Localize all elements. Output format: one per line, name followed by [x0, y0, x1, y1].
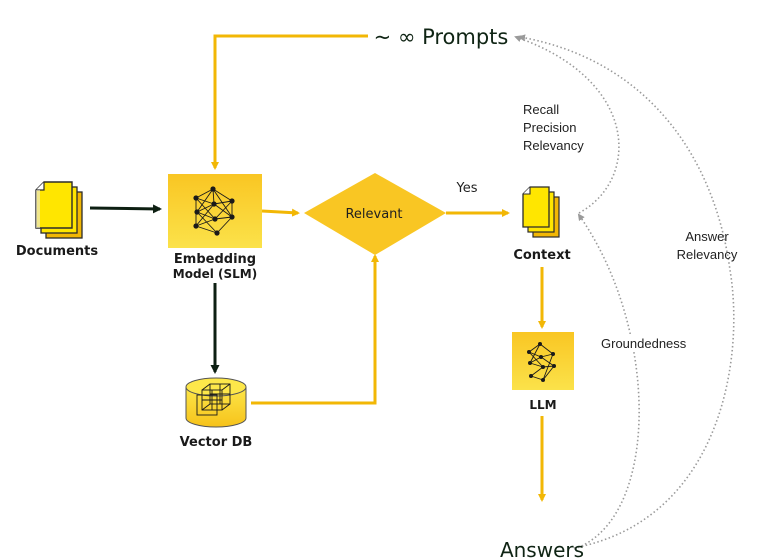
- embedding-model-node[interactable]: [168, 174, 262, 248]
- embedding-label-line2: Model (SLM): [173, 267, 257, 281]
- yes-label: Yes: [456, 181, 478, 196]
- prompts-label: ~ ∞ Prompts: [374, 25, 509, 49]
- groundedness-arc: [573, 213, 640, 550]
- metric-answer: Answer: [685, 229, 729, 244]
- cube-grid-icon: [196, 383, 231, 416]
- llm-node[interactable]: [512, 332, 574, 390]
- metric-answer-relevancy: Relevancy: [677, 247, 738, 262]
- neural-network-nodes: [193, 186, 235, 236]
- vector-db-icon[interactable]: [185, 377, 247, 428]
- neural-network-icon: [195, 188, 233, 234]
- llm-network-icon: [528, 343, 555, 381]
- groundedness-label-bg: [598, 334, 702, 352]
- vectordb-to-relevant-arrow: [251, 254, 379, 405]
- metric-relevancy: Relevancy: [523, 138, 584, 153]
- documents-to-embedding-arrow: [89, 204, 162, 214]
- relevant-label: Relevant: [345, 207, 402, 222]
- llm-label: LLM: [529, 398, 556, 412]
- embedding-to-relevant-arrow: [261, 208, 300, 217]
- documents-icon[interactable]: [35, 181, 83, 239]
- context-label: Context: [513, 248, 570, 263]
- metric-precision: Precision: [523, 120, 576, 135]
- vector-db-label: Vector DB: [180, 435, 253, 450]
- metric-groundedness: Groundedness: [601, 336, 687, 351]
- answer-relevancy-arc: [518, 34, 735, 549]
- context-icon[interactable]: [522, 186, 560, 238]
- embedding-label-line1: Embedding: [174, 252, 256, 267]
- llm-network-nodes: [527, 342, 556, 382]
- relevant-decision-node[interactable]: [304, 173, 446, 255]
- documents-label: Documents: [16, 244, 99, 259]
- answers-label: Answers: [500, 538, 584, 559]
- prompt-to-embedding-arrow: [211, 34, 368, 170]
- metric-recall: Recall: [523, 102, 559, 117]
